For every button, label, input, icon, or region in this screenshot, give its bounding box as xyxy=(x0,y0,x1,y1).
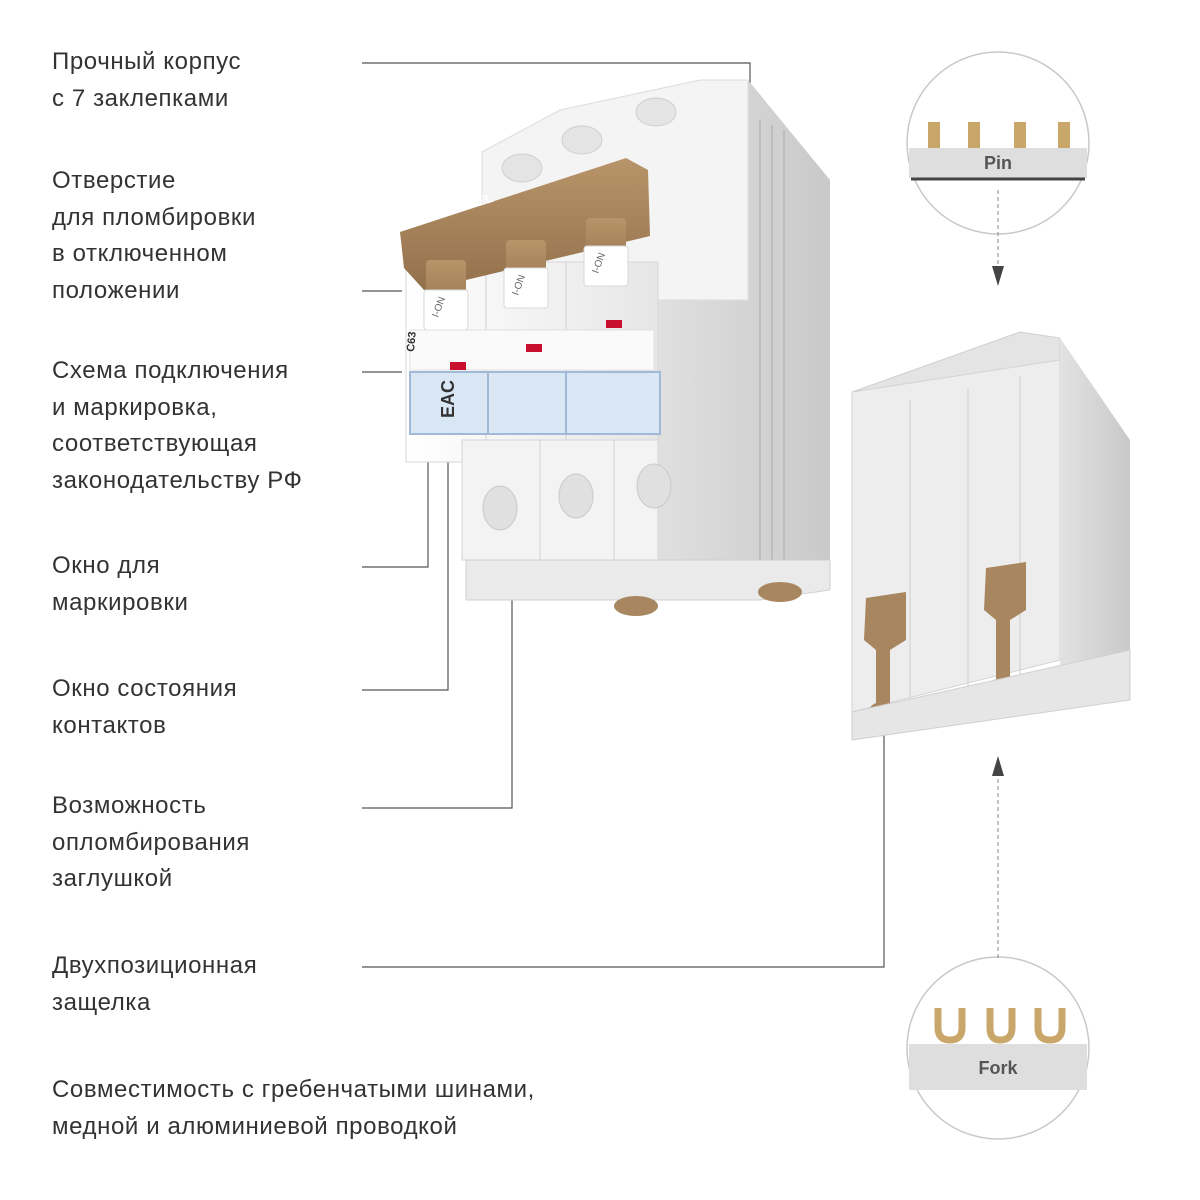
leader-line-marking-window xyxy=(362,415,429,568)
feature-plug-sealing: Возможность опломбирования заглушкой xyxy=(52,792,250,892)
pin-label: Pin xyxy=(984,153,1012,173)
status-indicator-1 xyxy=(450,362,466,370)
breaker-front-view: WERKEL I-ON I-ON I-ON C63 EAC xyxy=(400,79,831,616)
feature-marking-window: Окно для маркировки xyxy=(52,552,189,616)
fork-busbar-detail: Fork xyxy=(906,756,1090,1140)
eac-mark: EAC xyxy=(438,380,458,418)
feature-busbar-compatibility: Совместимость с гребенчатыми шинами, мед… xyxy=(52,1076,535,1140)
feature-two-position-latch: Двухпозиционная защелка xyxy=(52,952,258,1016)
leader-line-latch xyxy=(362,720,885,968)
latch-clip-left xyxy=(864,592,906,708)
pin-busbar-detail: Pin xyxy=(906,51,1090,286)
feature-wiring-scheme: Схема подключения и маркировка, соответс… xyxy=(52,357,303,494)
feature-sealing-hole: Отверстие для пломбировки в отключенном … xyxy=(52,167,257,304)
breaker-rear-view xyxy=(851,331,1131,741)
marking-window xyxy=(409,371,661,435)
fork-label: Fork xyxy=(978,1058,1018,1078)
status-indicator-3 xyxy=(606,320,622,328)
leader-line-plug-sealing xyxy=(362,515,513,809)
status-indicator-2 xyxy=(526,344,542,352)
leader-line-status-window xyxy=(362,395,449,691)
rating-label: C63 xyxy=(405,331,419,352)
breaker-toggle-bar xyxy=(400,158,650,290)
feature-contact-status-window: Окно состояния контактов xyxy=(52,675,238,739)
feature-sturdy-housing: Прочный корпус с 7 заклепками xyxy=(52,48,242,112)
latch-clip-right xyxy=(984,562,1026,686)
